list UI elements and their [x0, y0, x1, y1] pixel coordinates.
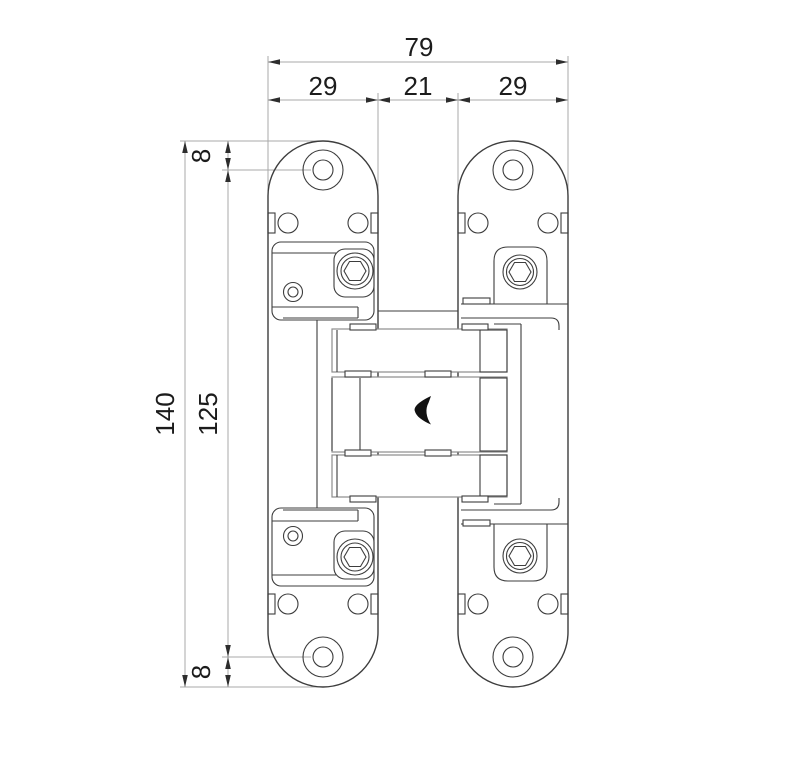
- dim-bottom-hole-offset: 8: [186, 665, 216, 679]
- upper-link-arm: [331, 328, 508, 373]
- left-mounting-plate: [267, 140, 379, 688]
- left-bottom-bracket: [271, 507, 375, 587]
- dim-top-hole-offset: 8: [186, 149, 216, 163]
- right-mounting-plate: [378, 140, 569, 688]
- dim-total-height: 140: [150, 392, 180, 435]
- dimension-lines: [180, 56, 569, 688]
- hex-socket-screw-top-right: [502, 254, 538, 290]
- hex-socket-screw-bottom-right: [502, 538, 538, 574]
- dimension-labels: 79 29 21 29 140 125 8 8: [150, 32, 527, 679]
- dimension-arrows: [182, 59, 568, 687]
- dim-hole-spacing: 125: [193, 392, 223, 435]
- right-top-bracket: [461, 246, 568, 330]
- hex-socket-screw-bottom-left: [336, 538, 374, 576]
- left-top-bracket: [271, 241, 375, 321]
- dim-right-leaf-width: 29: [499, 71, 528, 101]
- dim-center-gap-width: 21: [404, 71, 433, 101]
- hex-socket-screw-top-left: [336, 252, 374, 290]
- lower-link-arm: [331, 454, 508, 498]
- dim-left-leaf-width: 29: [309, 71, 338, 101]
- dim-total-width: 79: [405, 32, 434, 62]
- left-chevron-orientation-mark-icon: [414, 396, 431, 425]
- right-bottom-bracket: [461, 498, 568, 582]
- hinge-linkage: [331, 323, 508, 503]
